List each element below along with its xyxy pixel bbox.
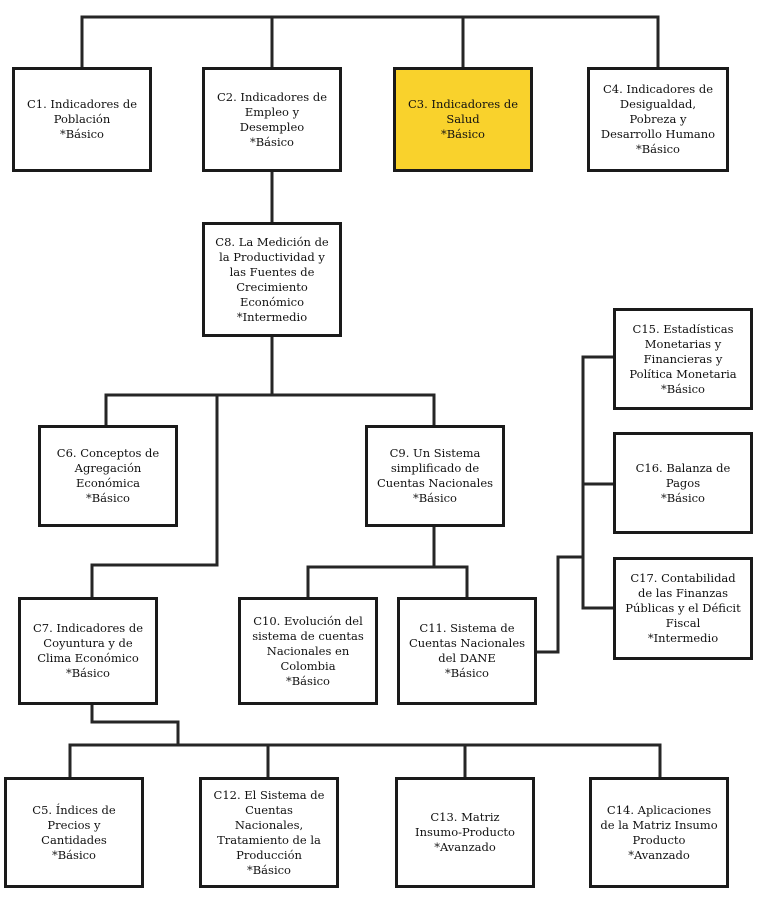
node-title: C13. Matriz Insumo-Producto xyxy=(415,810,515,839)
node-c12[interactable]: C12. El Sistema de Cuentas Nacionales, T… xyxy=(199,777,339,888)
node-title: C14. Aplicaciones de la Matriz Insumo Pr… xyxy=(600,802,718,847)
node-title: C11. Sistema de Cuentas Nacionales del D… xyxy=(408,621,526,665)
node-c2[interactable]: C2. Indicadores de Empleo y Desempleo *B… xyxy=(202,67,342,172)
node-level: *Básico xyxy=(249,134,294,149)
node-level: *Avanzado xyxy=(434,840,496,854)
node-c7[interactable]: C7. Indicadores de Coyuntura y de Clima … xyxy=(18,597,158,705)
node-title: C10. Evolución del sistema de cuentas Na… xyxy=(252,613,364,673)
node-c16[interactable]: C16. Balanza de Pagos *Básico xyxy=(613,432,753,534)
node-c15[interactable]: C15. Estadísticas Monetarias y Financier… xyxy=(613,308,753,410)
node-c14[interactable]: C14. Aplicaciones de la Matriz Insumo Pr… xyxy=(589,777,729,888)
node-level: *Avanzado xyxy=(628,847,690,862)
node-title: C1. Indicadores de Población xyxy=(26,97,138,126)
node-c6[interactable]: C6. Conceptos de Agregación Económica *B… xyxy=(38,425,178,527)
node-c3-highlighted[interactable]: C3. Indicadores de Salud *Básico xyxy=(393,67,533,172)
node-level: *Básico xyxy=(660,381,705,396)
node-title: C6. Conceptos de Agregación Económica xyxy=(56,446,160,490)
node-level: *Básico xyxy=(65,666,110,680)
node-level: *Básico xyxy=(412,491,457,505)
node-title: C2. Indicadores de Empleo y Desempleo xyxy=(216,89,328,134)
node-title: C16. Balanza de Pagos xyxy=(635,460,731,490)
node-level: *Intermedio xyxy=(236,309,308,324)
node-c11[interactable]: C11. Sistema de Cuentas Nacionales del D… xyxy=(397,597,537,705)
node-c9[interactable]: C9. Un Sistema simplificado de Cuentas N… xyxy=(365,425,505,527)
node-level: *Básico xyxy=(440,127,485,141)
node-level: *Básico xyxy=(285,673,330,688)
node-level: *Básico xyxy=(635,142,680,156)
node-level: *Básico xyxy=(444,666,489,680)
node-level: *Básico xyxy=(51,847,96,862)
node-title: C12. El Sistema de Cuentas Nacionales, T… xyxy=(213,787,325,862)
node-level: *Intermedio xyxy=(647,631,719,645)
node-title: C4. Indicadores de Desigualdad, Pobreza … xyxy=(600,82,716,141)
node-c10[interactable]: C10. Evolución del sistema de cuentas Na… xyxy=(238,597,378,705)
node-title: C15. Estadísticas Monetarias y Financier… xyxy=(629,321,737,381)
node-c5[interactable]: C5. Índices de Precios y Cantidades *Bás… xyxy=(4,777,144,888)
node-level: *Básico xyxy=(59,127,104,141)
node-title: C9. Un Sistema simplificado de Cuentas N… xyxy=(376,446,494,490)
node-title: C5. Índices de Precios y Cantidades xyxy=(32,802,116,847)
node-title: C17. Contabilidad de las Finanzas Públic… xyxy=(625,571,741,630)
node-title: C7. Indicadores de Coyuntura y de Clima … xyxy=(32,621,144,665)
node-c4[interactable]: C4. Indicadores de Desigualdad, Pobreza … xyxy=(587,67,729,172)
node-title: C3. Indicadores de Salud xyxy=(407,97,519,126)
node-c17[interactable]: C17. Contabilidad de las Finanzas Públic… xyxy=(613,557,753,660)
node-level: *Básico xyxy=(660,490,705,505)
node-c1[interactable]: C1. Indicadores de Población *Básico xyxy=(12,67,152,172)
node-c8[interactable]: C8. La Medición de la Productividad y la… xyxy=(202,222,342,337)
node-level: *Básico xyxy=(246,862,291,877)
node-c13[interactable]: C13. Matriz Insumo-Producto *Avanzado xyxy=(395,777,535,888)
node-title: C8. La Medición de la Productividad y la… xyxy=(215,234,329,309)
node-level: *Básico xyxy=(85,491,130,505)
